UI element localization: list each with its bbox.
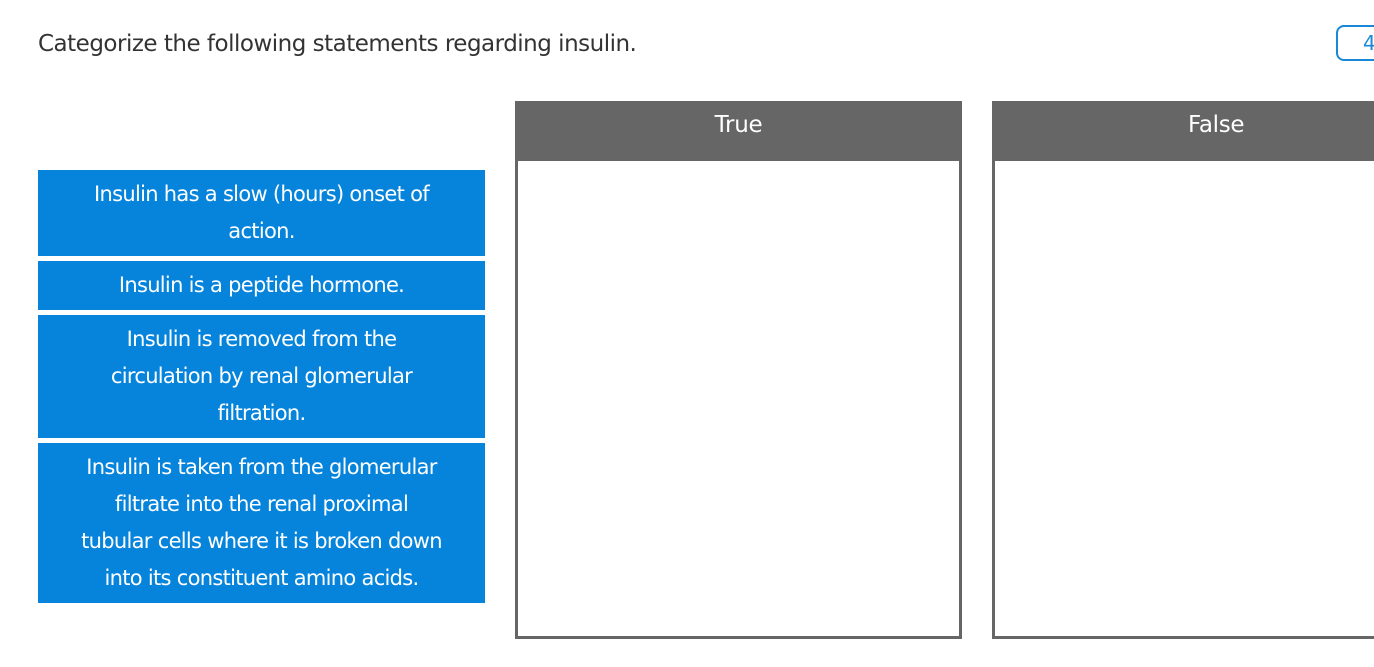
false-bin-header: False	[992, 101, 1374, 161]
statement-card[interactable]: Insulin is taken from the glomerular fil…	[38, 443, 485, 603]
true-bin-header: True	[515, 101, 962, 161]
false-drop-zone[interactable]	[992, 161, 1374, 639]
false-bin: False	[992, 101, 1374, 639]
points-badge: 4	[1336, 25, 1374, 61]
statement-card[interactable]: Insulin is removed from the circulation …	[38, 315, 485, 438]
statement-card[interactable]: Insulin has a slow (hours) onset of acti…	[38, 170, 485, 256]
statement-card[interactable]: Insulin is a peptide hormone.	[38, 261, 485, 310]
question-prompt: Categorize the following statements rega…	[38, 31, 637, 57]
statement-list: Insulin has a slow (hours) onset of acti…	[38, 170, 485, 608]
true-bin: True	[515, 101, 962, 639]
true-drop-zone[interactable]	[515, 161, 962, 639]
